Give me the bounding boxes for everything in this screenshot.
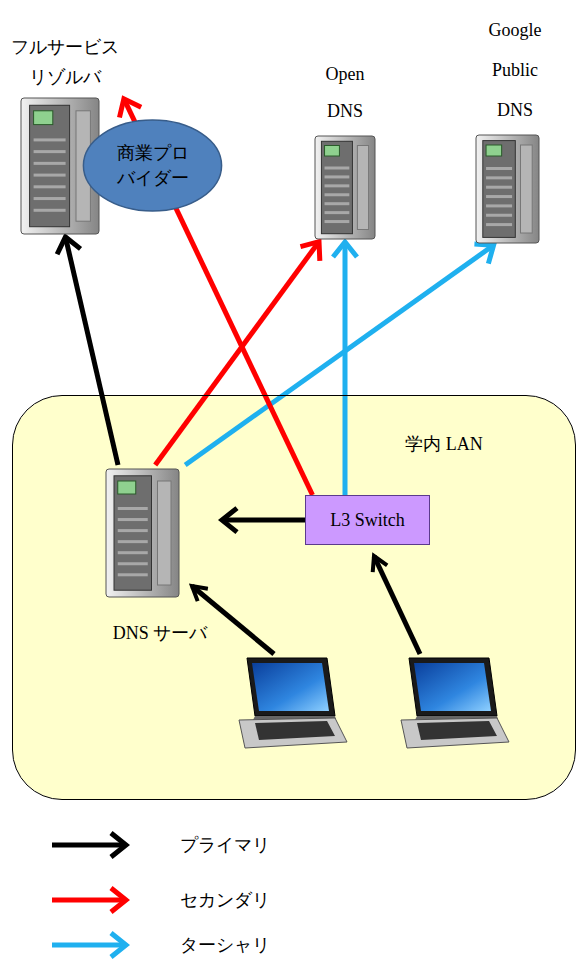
legend-sample — [52, 933, 126, 957]
google-dns-server: Google Public DNS — [463, 10, 567, 244]
server-icon — [314, 135, 376, 240]
connector-arrow — [222, 508, 305, 532]
label-slot: 学内 LAN — [389, 432, 499, 456]
connector-arrow — [333, 242, 357, 495]
node-label: L3 Switch — [330, 508, 405, 532]
l3-switch: L3 Switch — [305, 495, 430, 545]
connector-arrow — [155, 242, 320, 465]
legend-sample — [52, 833, 126, 857]
legend-text: ターシャリ — [180, 932, 270, 958]
label-slot: Open DNS — [315, 56, 375, 130]
connector-arrow — [185, 244, 493, 465]
legend-slot: ターシャリ — [180, 932, 270, 958]
campus-lan: 学内 LAN DNS サーバ L3 Switch — [12, 395, 576, 800]
legend-text: セカンダリ — [180, 887, 270, 913]
legend-slot: セカンダリ — [180, 887, 270, 913]
node-label: Google Public DNS — [480, 10, 550, 130]
legend-slot: プライマリ — [180, 832, 270, 858]
label-slot: DNS サーバ — [100, 621, 220, 645]
label-slot: Google Public DNS — [480, 10, 550, 130]
server-icon — [475, 134, 540, 244]
laptop — [239, 658, 347, 748]
node-label: DNS サーバ — [100, 621, 220, 645]
node-label: Open DNS — [315, 56, 375, 130]
node-label: 学内 LAN — [389, 432, 499, 456]
legend-text: プライマリ — [180, 832, 270, 858]
node-label: フルサービス リゾルバ — [7, 32, 123, 92]
provider-ellipse: 商業プロ バイダー — [82, 118, 223, 213]
node-label: 商業プロ バイダー — [106, 141, 199, 191]
connector-arrow — [57, 237, 118, 465]
laptop-arrow — [192, 586, 274, 654]
ellipse-shape — [82, 118, 223, 213]
label-slot: フルサービス リゾルバ — [7, 32, 123, 92]
open-dns-server: Open DNS — [305, 56, 385, 240]
laptop-arrow — [374, 556, 420, 654]
laptop — [401, 658, 509, 748]
dns-server: DNS サーバ — [100, 465, 220, 655]
server-icon — [105, 468, 180, 598]
legend-sample — [52, 888, 126, 912]
